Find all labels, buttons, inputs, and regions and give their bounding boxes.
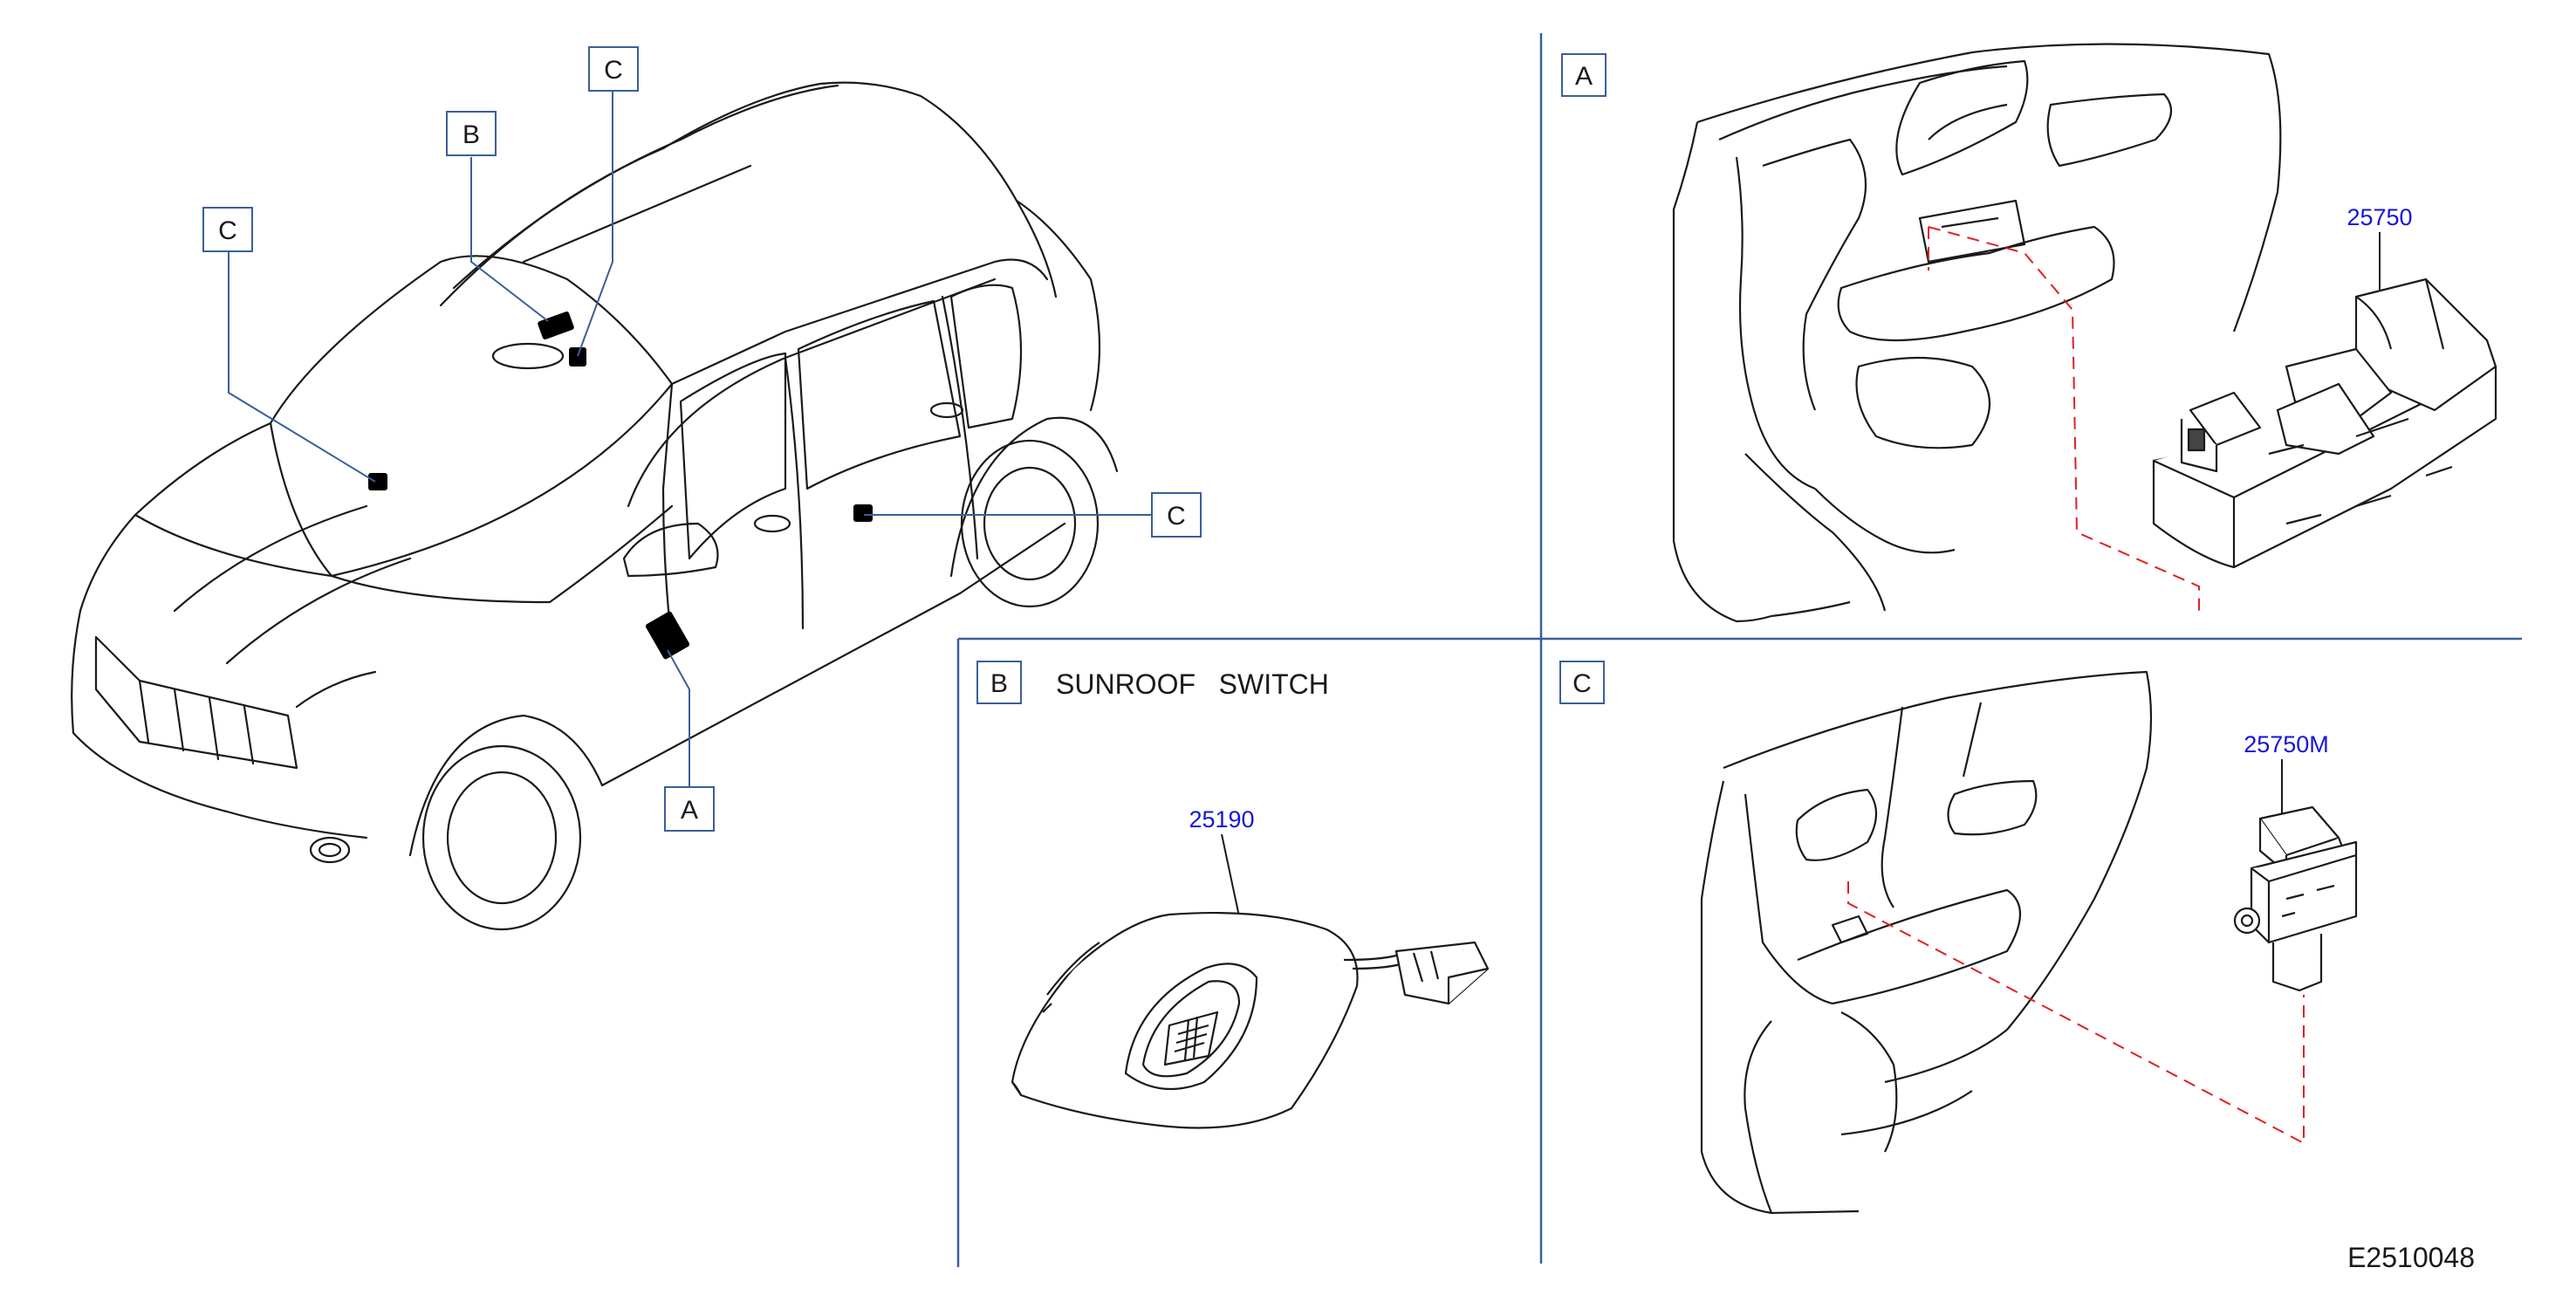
door-trim-rear [1700, 670, 2153, 1215]
sunroof-switch [1011, 911, 1490, 1129]
single-window-switch [2233, 805, 2358, 992]
door-trim-front [1672, 43, 2282, 623]
overhead-switch-marker [569, 347, 586, 367]
driver-switch-marker [645, 611, 690, 660]
callout-c-top: C [604, 56, 623, 85]
panel-b-part-number: 25190 [1189, 806, 1254, 832]
front-passenger-switch-marker [368, 473, 387, 490]
panel-b: B SUNROOF SWITCH 25190 [976, 661, 1490, 1129]
panel-c-part-number: 25750M [2244, 731, 2329, 757]
figure-id: E2510048 [2347, 1242, 2475, 1273]
panel-c-tag-box [1559, 661, 1605, 704]
panel-c-dashed-leader [1847, 881, 2305, 1145]
panel-c: C 25750M [1559, 661, 2358, 1215]
panel-a-tag-box [1561, 53, 1607, 97]
callout-b: B [462, 120, 480, 149]
panel-a-dashed-leader [1928, 226, 2200, 611]
panel-c-tag: C [1572, 669, 1592, 698]
callout-c-left: C [218, 216, 237, 245]
frame-lines [956, 33, 2522, 1267]
callout-c-right: C [1167, 502, 1186, 531]
switch-locations [368, 312, 873, 660]
callout-leaders [228, 87, 1161, 792]
panel-a-part-number: 25750 [2346, 204, 2412, 230]
panel-b-tag: B [990, 669, 1008, 698]
master-window-switch [2152, 278, 2497, 569]
panel-b-title: SUNROOF SWITCH [1056, 668, 1329, 700]
sunroof-switch-marker [538, 312, 574, 339]
rear-door-switch-marker [853, 504, 873, 522]
panel-a: A 25750 [1561, 43, 2497, 623]
panel-a-tag: A [1575, 62, 1593, 91]
callout-a: A [681, 796, 698, 825]
callout-boxes [202, 46, 1202, 832]
car-illustration [71, 81, 1119, 931]
panel-b-tag-box [976, 661, 1022, 704]
